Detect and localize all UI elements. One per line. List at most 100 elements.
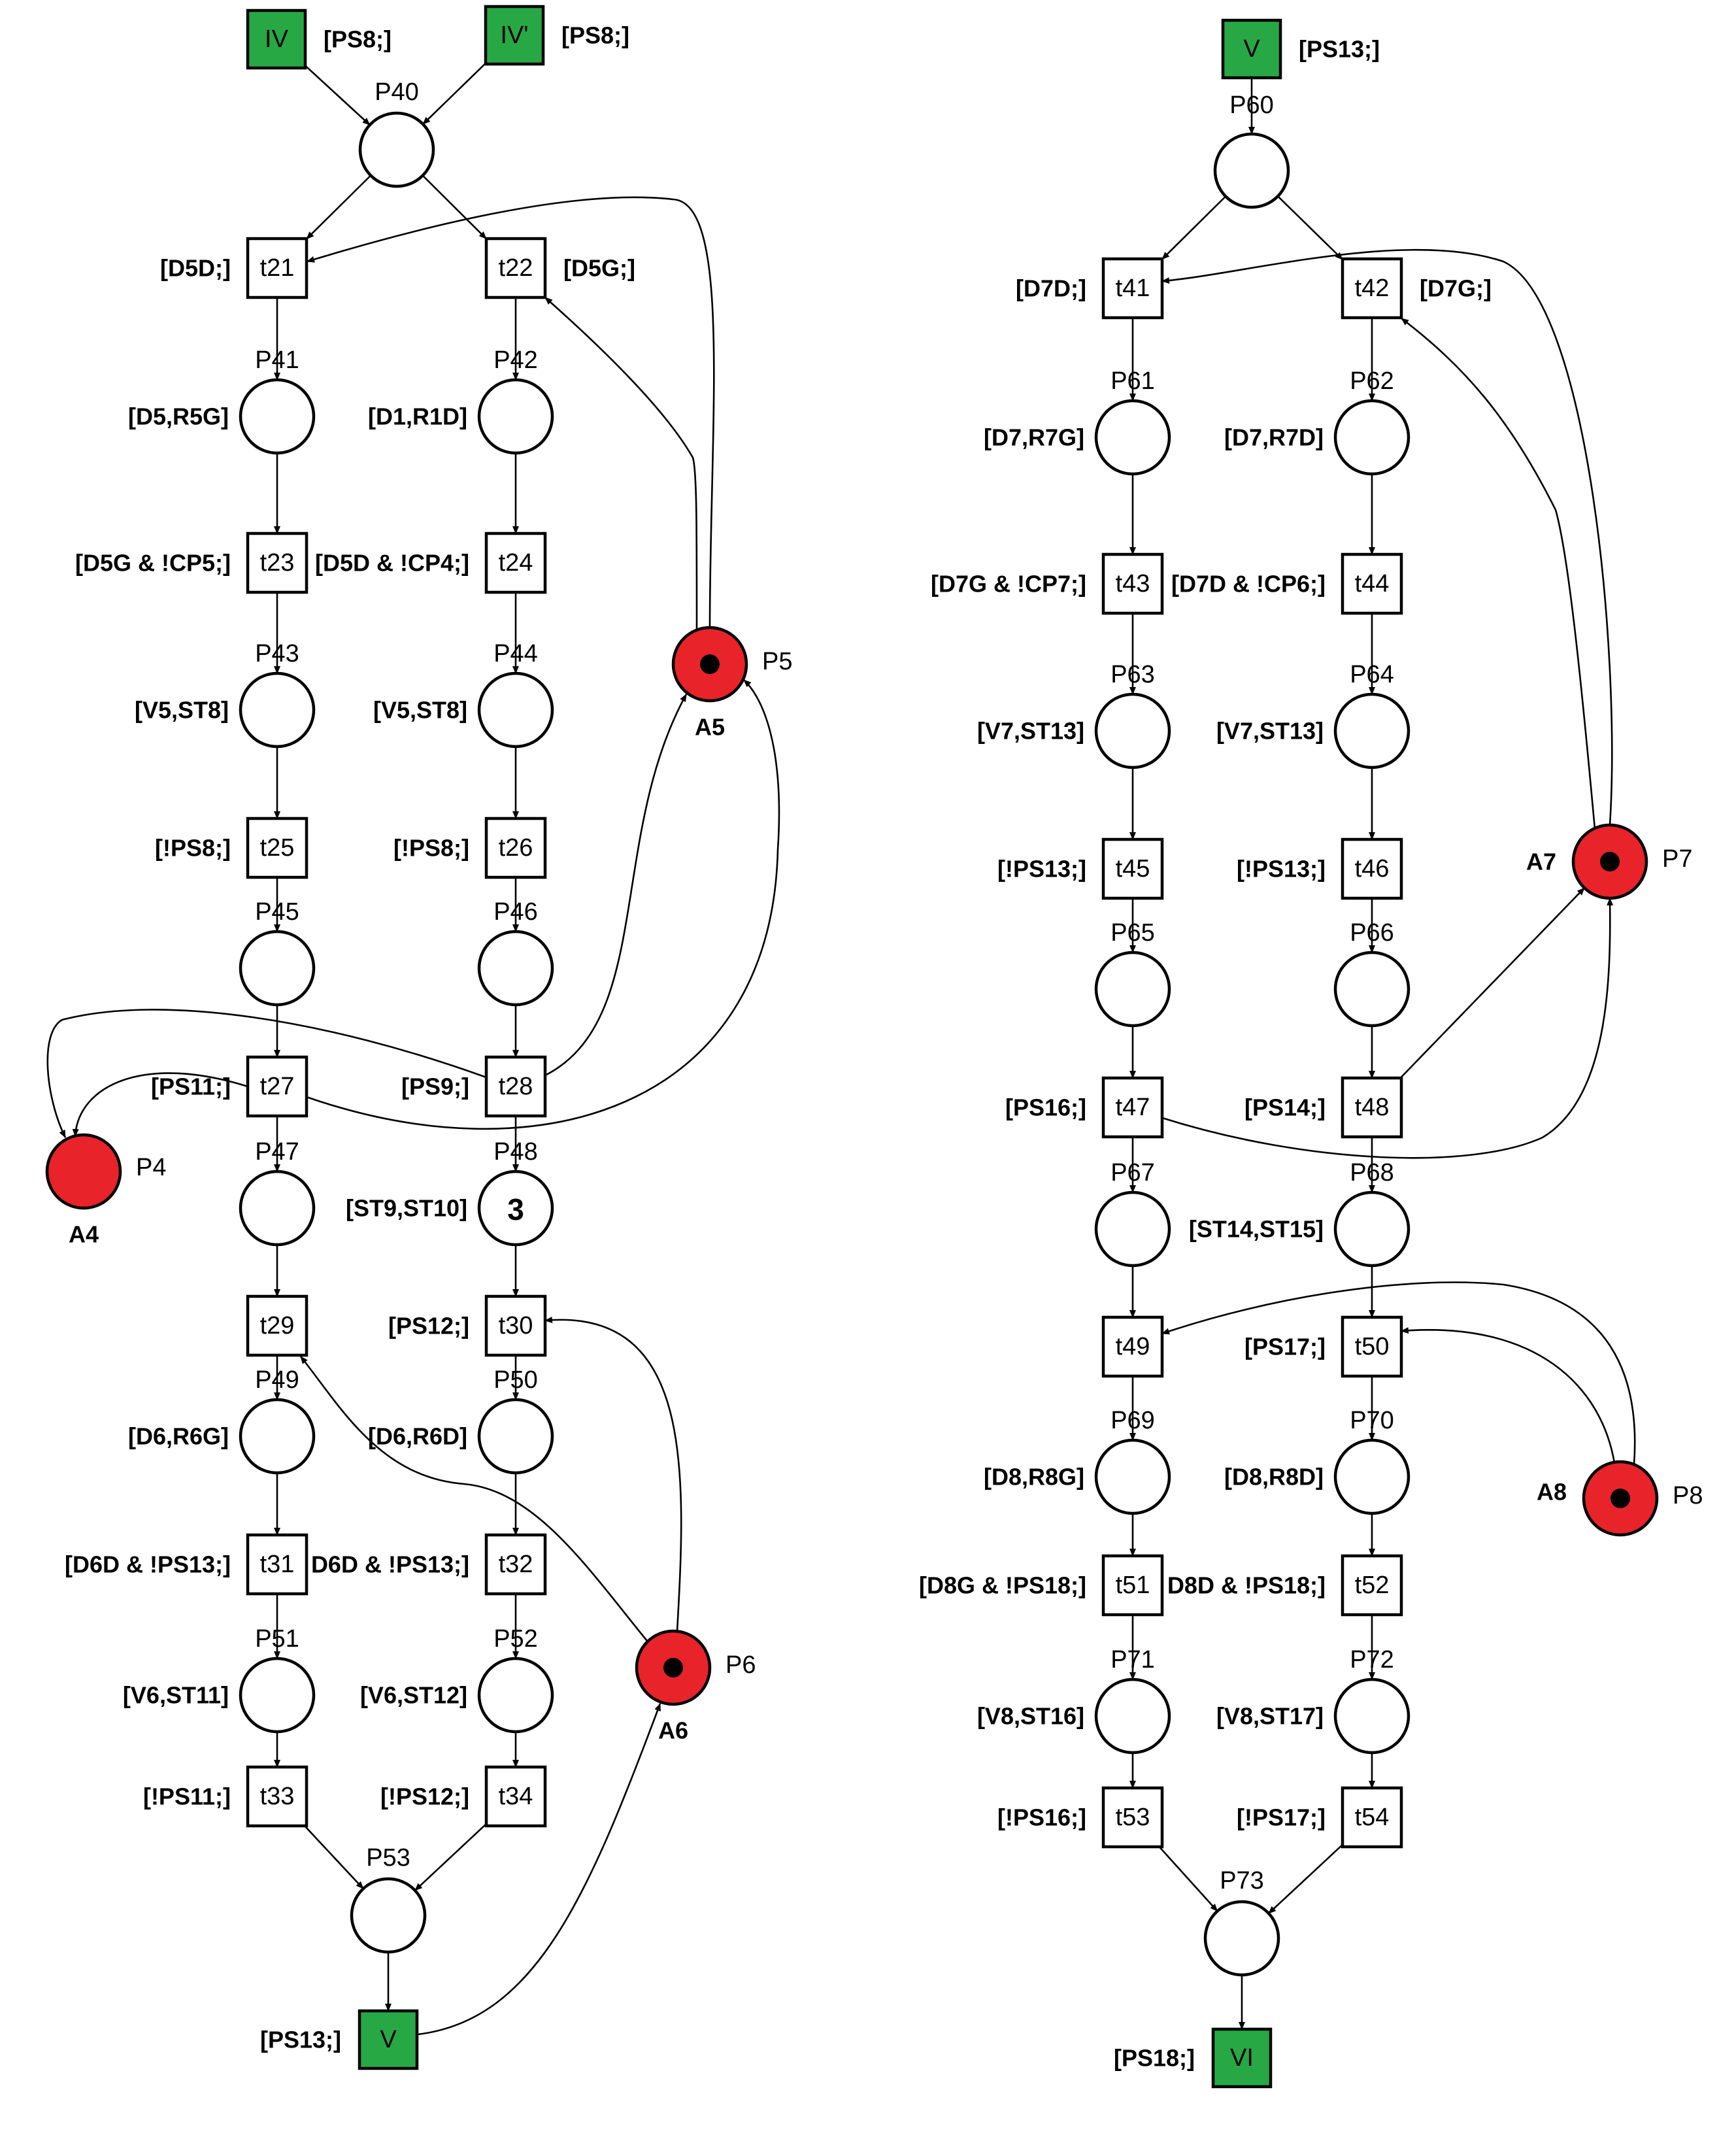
place-name: P70 bbox=[1350, 1407, 1394, 1434]
transition-t43 bbox=[1101, 552, 1164, 615]
place-P51 bbox=[239, 1657, 316, 1734]
arc-t53-P73 bbox=[1158, 1846, 1218, 1912]
resource-place-P4 bbox=[45, 1133, 122, 1210]
arc-t27-P5 bbox=[306, 679, 780, 1130]
transition-t34 bbox=[484, 1765, 547, 1828]
transition-name: t51 bbox=[1116, 1572, 1150, 1599]
arc-P8-t49 bbox=[1161, 1281, 1636, 1465]
transition-t32 bbox=[484, 1533, 547, 1596]
arc-P5-t22 bbox=[544, 297, 698, 632]
transition-condition: [!PS11;] bbox=[143, 1783, 231, 1810]
transition-name: t28 bbox=[499, 1073, 533, 1100]
transition-t22 bbox=[484, 237, 547, 299]
place-name: P65 bbox=[1110, 919, 1155, 947]
place-P41 bbox=[239, 378, 316, 455]
transition-t51 bbox=[1101, 1554, 1164, 1617]
transition-name: t43 bbox=[1116, 570, 1150, 598]
place-P40 bbox=[358, 111, 435, 188]
transition-name: t46 bbox=[1355, 855, 1390, 883]
place-P67 bbox=[1094, 1190, 1171, 1268]
place-P60 bbox=[1213, 132, 1290, 209]
place-action: [V8,ST17] bbox=[1216, 1703, 1324, 1730]
place-name: P60 bbox=[1229, 92, 1274, 119]
place-name: P45 bbox=[255, 898, 299, 926]
transition-condition: [!PS12;] bbox=[380, 1783, 469, 1810]
transition-t28 bbox=[484, 1055, 547, 1118]
arc-P6-t29 bbox=[299, 1356, 648, 1642]
arc-P60-t41 bbox=[1161, 195, 1227, 260]
transition-t52 bbox=[1341, 1554, 1403, 1617]
place-action: [V7,ST13] bbox=[977, 718, 1084, 745]
macro-place-label: IV' bbox=[500, 22, 528, 49]
place-P69 bbox=[1094, 1438, 1171, 1515]
place-name: P71 bbox=[1110, 1646, 1155, 1674]
macro-place-m_v1 bbox=[358, 2009, 419, 2070]
transition-condition: [!PS8;] bbox=[393, 835, 469, 862]
transition-t29 bbox=[246, 1294, 309, 1357]
arc-P7-t42 bbox=[1401, 317, 1596, 830]
transition-t42 bbox=[1341, 257, 1403, 320]
arc-t34-P53 bbox=[414, 1823, 487, 1891]
macro-place-condition: [PS8;] bbox=[324, 26, 392, 53]
place-name: P52 bbox=[493, 1625, 538, 1653]
transition-name: t30 bbox=[499, 1312, 533, 1339]
place-action: [D1,R1D] bbox=[368, 403, 467, 430]
place-name: P63 bbox=[1110, 661, 1155, 688]
transition-t50 bbox=[1341, 1315, 1403, 1378]
arc-t28-P4 bbox=[46, 1009, 487, 1138]
place-P65 bbox=[1094, 951, 1171, 1028]
transition-t45 bbox=[1101, 837, 1164, 900]
place-P63 bbox=[1094, 692, 1171, 769]
place-action: [D5,R5G] bbox=[128, 403, 229, 430]
place-action: [D8,R8G] bbox=[984, 1464, 1084, 1491]
transition-name: t26 bbox=[499, 834, 533, 862]
transition-name: t48 bbox=[1355, 1094, 1390, 1121]
transition-name: t52 bbox=[1355, 1572, 1390, 1599]
place-name: P41 bbox=[255, 346, 299, 374]
transition-t25 bbox=[246, 817, 309, 879]
place-P49 bbox=[239, 1398, 316, 1475]
transition-condition: D8D & !PS18;] bbox=[1167, 1572, 1326, 1599]
place-P72 bbox=[1333, 1677, 1410, 1755]
place-name: P48 bbox=[493, 1138, 538, 1166]
macro-place-label: VI bbox=[1230, 2044, 1254, 2072]
place-name: P66 bbox=[1350, 919, 1394, 947]
place-name: P62 bbox=[1350, 367, 1394, 395]
place-action: [ST14,ST15] bbox=[1189, 1216, 1324, 1243]
resource-place-name: P8 bbox=[1673, 1482, 1703, 1509]
arc-P5-t21 bbox=[307, 196, 715, 628]
token bbox=[1600, 852, 1620, 871]
macro-place-condition: [PS18;] bbox=[1114, 2045, 1195, 2072]
transition-condition: [D5D & !CP4;] bbox=[315, 550, 469, 577]
place-action: [V6,ST11] bbox=[123, 1682, 229, 1709]
transition-condition: [!PS13;] bbox=[997, 856, 1086, 883]
place-name: P68 bbox=[1350, 1159, 1394, 1187]
transition-condition: [D6D & !PS13;] bbox=[65, 1551, 231, 1578]
resource-place-name: P4 bbox=[136, 1154, 166, 1181]
transition-condition: [!PS16;] bbox=[997, 1804, 1086, 1831]
macro-place-m_v2 bbox=[1221, 18, 1282, 80]
place-action: [V8,ST16] bbox=[977, 1703, 1084, 1730]
transition-t24 bbox=[484, 531, 547, 594]
transition-condition: [PS11;] bbox=[151, 1073, 231, 1100]
place-name: P73 bbox=[1220, 1867, 1264, 1895]
transition-name: t50 bbox=[1355, 1333, 1390, 1360]
transition-condition: [!PS17;] bbox=[1237, 1804, 1326, 1831]
macro-place-label: V bbox=[1243, 35, 1260, 63]
place-action: [D7,R7G] bbox=[984, 424, 1084, 451]
transition-name: t23 bbox=[260, 549, 295, 577]
transition-condition: [!PS8;] bbox=[155, 835, 231, 862]
place-name: P40 bbox=[375, 78, 419, 106]
transition-name: t21 bbox=[260, 254, 295, 282]
transition-condition: [D7G;] bbox=[1420, 275, 1492, 302]
transition-condition: [D5G;] bbox=[563, 255, 635, 282]
arc-t27-P4 bbox=[72, 1072, 248, 1137]
transition-condition: D6D & !PS13;] bbox=[311, 1551, 469, 1578]
resource-place-name: P7 bbox=[1662, 845, 1692, 873]
place-name: P61 bbox=[1110, 367, 1155, 395]
token bbox=[1611, 1489, 1630, 1508]
place-action: [D8,R8D] bbox=[1224, 1464, 1324, 1491]
arc-P7-t41 bbox=[1161, 248, 1613, 826]
place-action: [V5,ST8] bbox=[135, 697, 229, 724]
